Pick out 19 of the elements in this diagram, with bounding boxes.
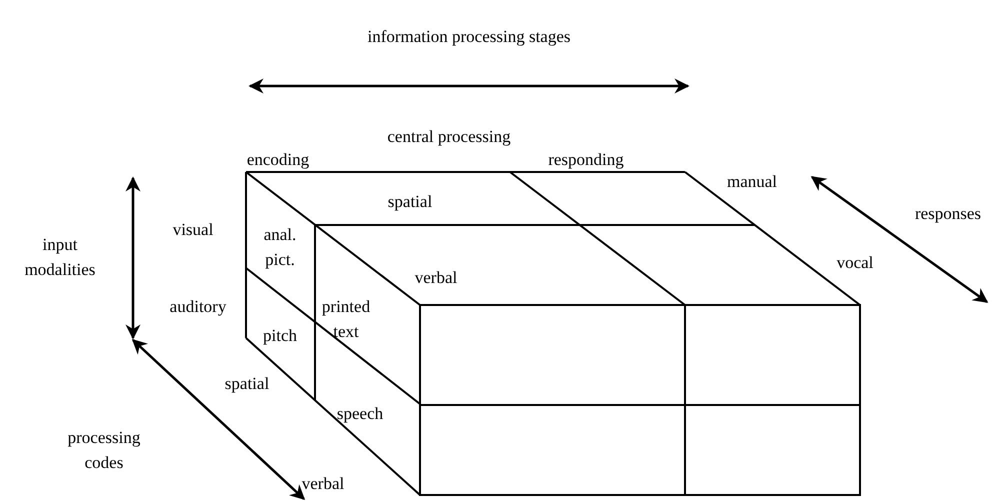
axis-label: input modalities	[24, 234, 96, 281]
axis-label: processing codes	[66, 427, 142, 474]
axis-label: auditory	[170, 296, 226, 318]
axis-label: pitch	[263, 324, 297, 347]
axis-label: spatial	[388, 190, 432, 213]
axis-label: printed text	[320, 296, 372, 343]
axis-label: vocal	[836, 252, 874, 274]
axis-label: encoding	[246, 148, 310, 171]
axis-label: verbal	[302, 472, 344, 495]
axis-label: verbal	[414, 266, 458, 289]
axis-label: spatial	[224, 372, 270, 395]
axis-label: anal. pict.	[262, 224, 298, 271]
axis-label: information processing stages	[367, 26, 570, 48]
axis-label: central processing	[387, 126, 511, 148]
axis-label: manual	[726, 170, 778, 193]
axis-label: visual	[172, 218, 214, 241]
axis-label: speech	[336, 402, 384, 425]
axis-label: responding	[548, 148, 624, 171]
axis-label: responses	[914, 202, 982, 225]
